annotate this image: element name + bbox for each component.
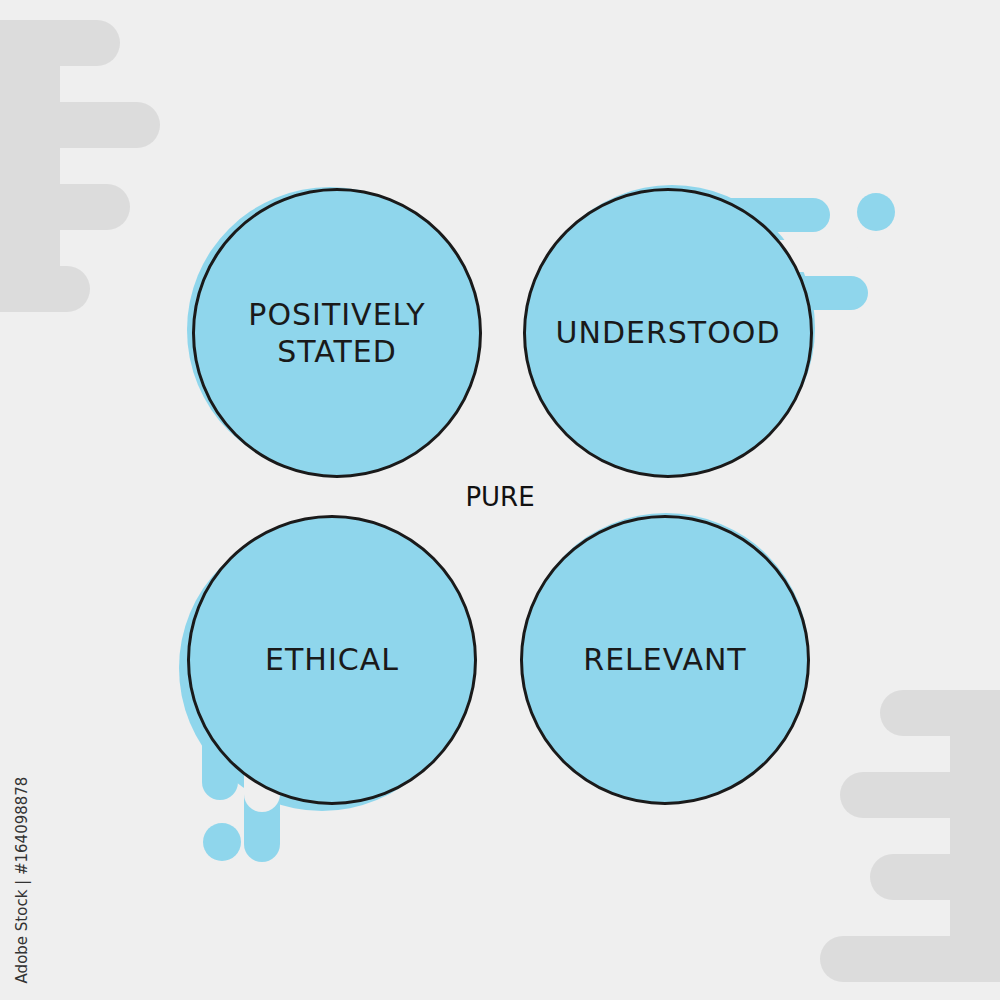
circle-node: RELEVANT xyxy=(520,515,810,805)
circle-shape xyxy=(522,517,809,804)
circle-node: POSITIVELY STATED xyxy=(192,188,482,478)
circle-shape xyxy=(525,190,812,477)
circle-outline xyxy=(192,188,482,478)
blue-blobs xyxy=(179,185,895,862)
circle-shape xyxy=(189,517,476,804)
node-text: ETHICAL xyxy=(265,641,399,679)
center-label: PURE xyxy=(465,482,534,512)
node-text: RELEVANT xyxy=(583,641,746,679)
circle-shape xyxy=(194,190,481,477)
grey-bars xyxy=(0,20,1000,982)
node-text: POSITIVELY STATED xyxy=(212,296,462,371)
circle-node: UNDERSTOOD xyxy=(523,188,813,478)
circle-node: ETHICAL xyxy=(187,515,477,805)
node-text: UNDERSTOOD xyxy=(556,314,781,352)
watermark-text: Adobe Stock | #164098878 xyxy=(13,777,31,984)
